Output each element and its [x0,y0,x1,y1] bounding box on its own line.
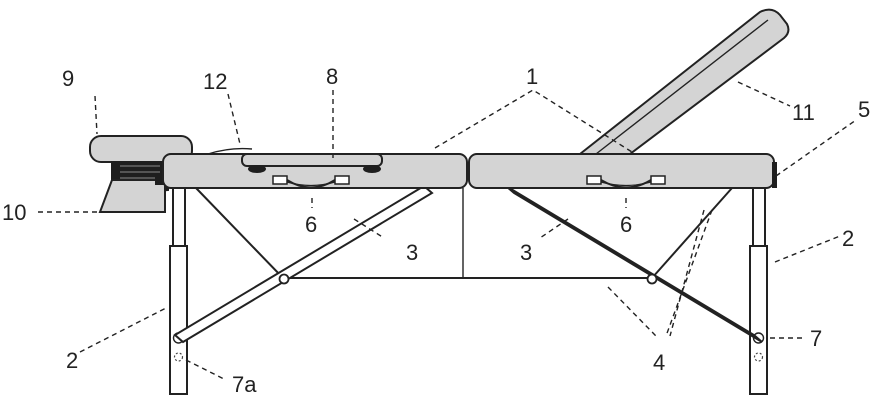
label-headrest: 9 [62,66,74,91]
left-handle [272,175,350,189]
left-brace [173,184,434,344]
label-left-handle: 6 [305,212,317,237]
label-left-leg: 2 [66,348,78,373]
under-frame [195,187,733,279]
label-right-handle: 6 [620,212,632,237]
left-leg [169,187,188,395]
right-handle [586,175,666,189]
label-face-hole: 12 [203,69,227,94]
label-backrest: 11 [792,100,815,125]
label-handle-bar: 8 [326,64,338,89]
headrest-bracket [98,175,166,213]
label-headrest-bracket: 10 [2,200,26,225]
label-left-foot: 7a [232,372,257,397]
label-right-brace: 3 [520,240,532,265]
carry-handle-bar [241,153,383,173]
callout-labels: 1 2 2 3 3 4 5 6 6 7a 7 8 9 10 11 12 [2,64,870,397]
label-right-foot: 7 [810,326,822,351]
label-right-leg: 2 [842,226,854,251]
label-end-plate: 5 [858,97,870,122]
leader-lines [38,81,857,381]
right-brace [505,185,763,343]
face-hole-cushion [207,147,253,155]
right-leg [749,187,768,395]
label-cables: 4 [653,350,665,375]
label-frame-top: 1 [526,64,538,89]
backrest [577,8,790,155]
right-table-section [468,153,777,189]
label-left-brace: 3 [406,240,418,265]
